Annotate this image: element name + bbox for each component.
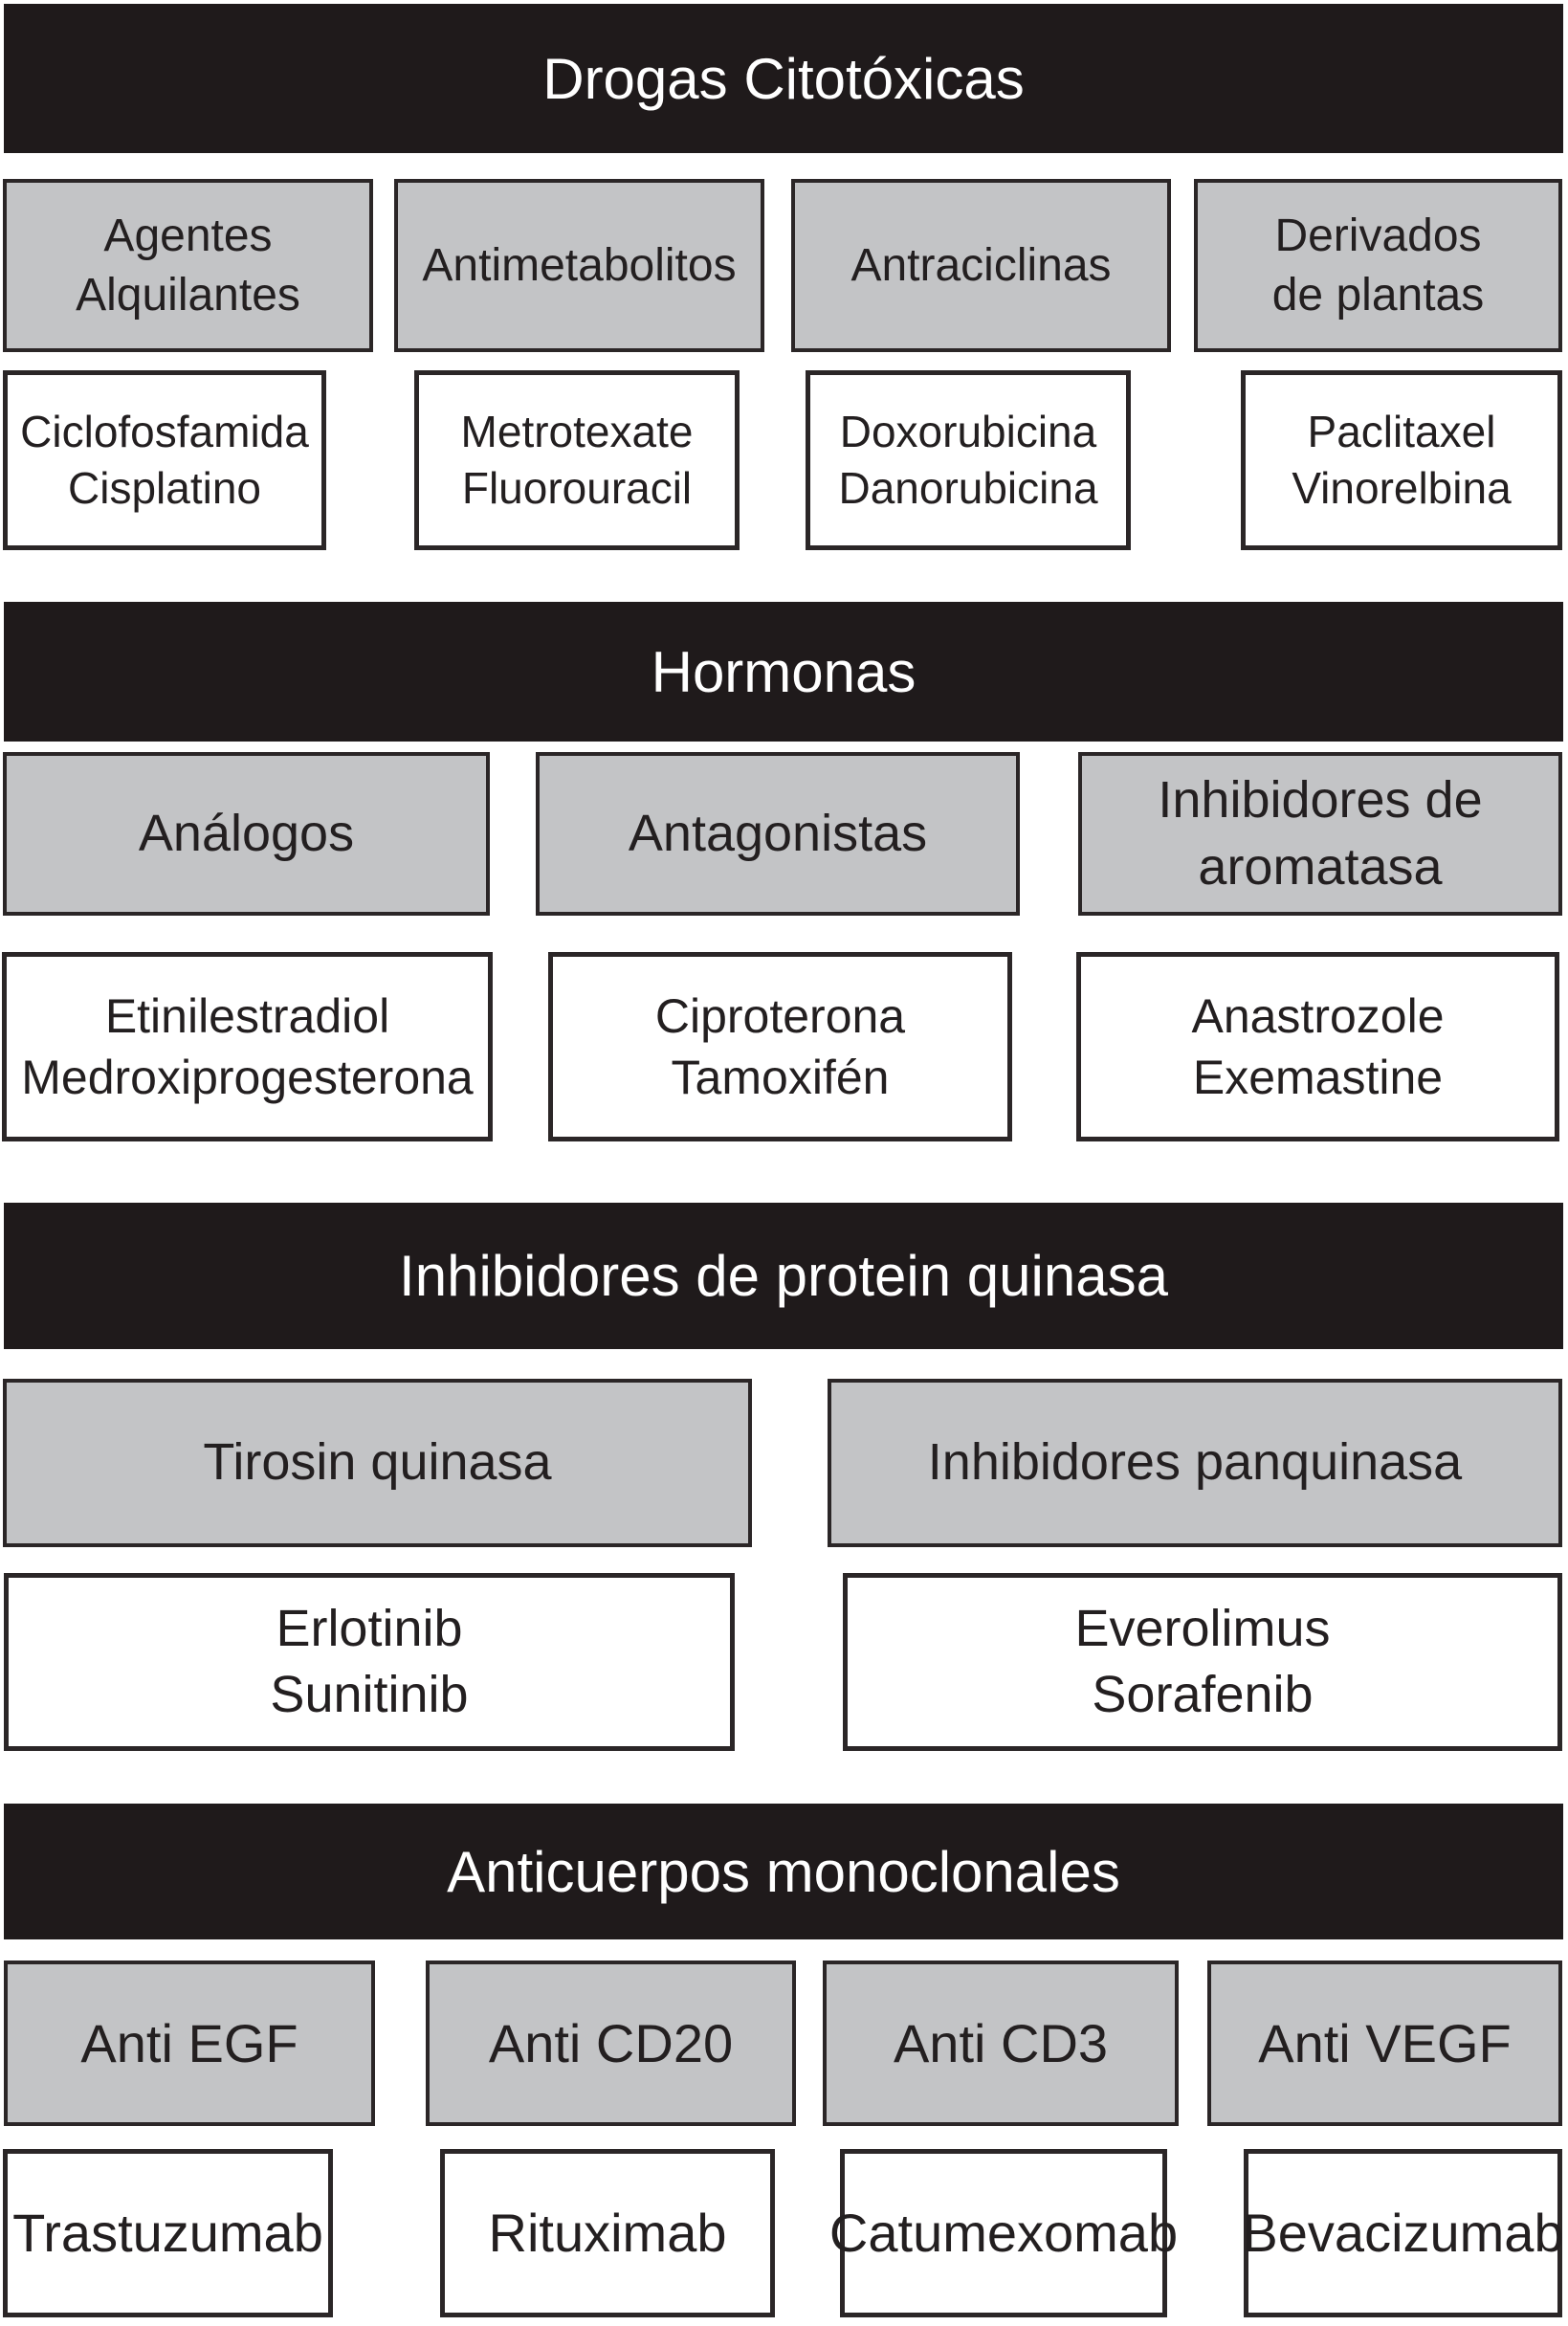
category-analogos: Análogos bbox=[3, 752, 490, 916]
section-header-hormonas: Hormonas bbox=[4, 602, 1563, 742]
drug-ciproterona-tamoxifen: Ciproterona Tamoxifén bbox=[548, 952, 1012, 1141]
drug-metrotexate-fluorouracil: Metrotexate Fluorouracil bbox=[414, 370, 740, 550]
drug-bevacizumab: Bevacizumab bbox=[1242, 2149, 1564, 2317]
category-antimetabolitos: Antimetabolitos bbox=[394, 179, 764, 352]
drug-erlotinib-sunitinib: Erlotinib Sunitinib bbox=[4, 1573, 735, 1751]
category-agentes-alquilantes: Agentes Alquilantes bbox=[3, 179, 373, 352]
drug-doxorubicina-danorubicina: Doxorubicina Danorubicina bbox=[806, 370, 1131, 550]
category-derivados-de-plantas: Derivados de plantas bbox=[1194, 179, 1562, 352]
category-tirosin-quinasa: Tirosin quinasa bbox=[3, 1379, 752, 1547]
category-antagonistas: Antagonistas bbox=[536, 752, 1020, 916]
drug-rituximab: Rituximab bbox=[440, 2149, 775, 2317]
category-anti-cd20: Anti CD20 bbox=[426, 1960, 796, 2126]
category-antraciclinas: Antraciclinas bbox=[791, 179, 1171, 352]
drug-paclitaxel-vinorelbina: Paclitaxel Vinorelbina bbox=[1241, 370, 1562, 550]
category-inhibidores-panquinasa: Inhibidores panquinasa bbox=[828, 1379, 1562, 1547]
section-header-drogas-citotoxicas: Drogas Citotóxicas bbox=[4, 4, 1563, 153]
section-header-anticuerpos-monoclonales: Anticuerpos monoclonales bbox=[4, 1804, 1563, 1939]
drug-ciclofosfamida-cisplatino: Ciclofosfamida Cisplatino bbox=[3, 370, 326, 550]
section-header-inhibidores-de-protein-quinasa: Inhibidores de protein quinasa bbox=[4, 1203, 1563, 1349]
category-anti-vegf: Anti VEGF bbox=[1207, 1960, 1562, 2126]
drug-trastuzumab: Trastuzumab bbox=[3, 2149, 333, 2317]
category-anti-cd3: Anti CD3 bbox=[823, 1960, 1179, 2126]
drug-everolimus-sorafenib: Everolimus Sorafenib bbox=[843, 1573, 1562, 1751]
drug-anastrozole-exemastine: Anastrozole Exemastine bbox=[1076, 952, 1559, 1141]
category-inhibidores-de-aromatasa: Inhibidores de aromatasa bbox=[1078, 752, 1562, 916]
drug-etinilestradiol-medroxiprogesterona: Etinilestradiol Medroxiprogesterona bbox=[2, 952, 493, 1141]
category-anti-egf: Anti EGF bbox=[4, 1960, 375, 2126]
drug-catumexomab: Catumexomab bbox=[829, 2149, 1178, 2317]
